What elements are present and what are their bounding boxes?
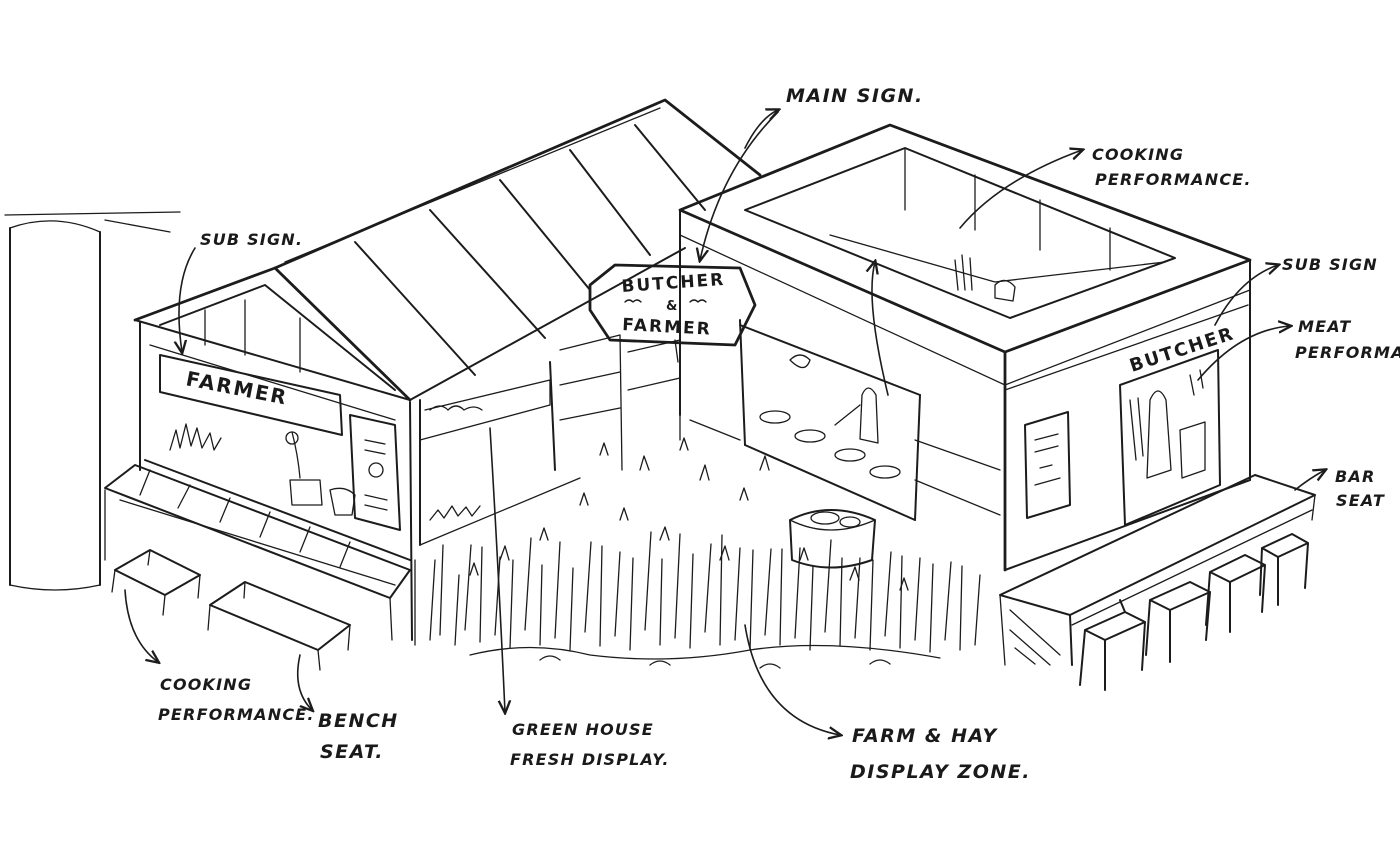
arrow-sub-sign-left: [179, 247, 196, 352]
arrow-sub-sign-right: [1214, 265, 1278, 326]
main-sign-line3: FARMER: [622, 315, 712, 340]
label-cooking-top-2: PERFORMANCE.: [1095, 170, 1252, 189]
label-cooking-bottom-2: PERFORMANCE.: [158, 705, 315, 724]
label-sub-sign-right: SUB SIGN: [1282, 255, 1378, 274]
arrow-greenhouse: [489, 427, 505, 712]
arrow-cooking-kitchen: [872, 262, 889, 396]
arrow-main-sign: [744, 110, 778, 149]
arrow-main-sign-down: [700, 111, 779, 260]
bar-stools: [1079, 533, 1309, 691]
farmer-greenhouse: [104, 98, 762, 641]
bar-counter: [999, 474, 1316, 666]
arrow-meat-perf: [1197, 326, 1290, 381]
label-farm-hay-1: FARM & HAY: [852, 725, 998, 747]
label-greenhouse-1: GREEN HOUSE: [512, 720, 654, 739]
annotation-labels: MAIN SIGN. SUB SIGN. COOKING PERFORMANCE…: [158, 85, 1400, 783]
label-meat-perf-2: PERFORMANCE: [1295, 343, 1400, 362]
label-farm-hay-2: DISPLAY ZONE.: [850, 761, 1031, 783]
label-bench-1: BENCH: [318, 710, 399, 732]
main-sign: BUTCHER & FARMER: [588, 263, 757, 363]
arrow-bench: [296, 654, 312, 710]
annotation-arrows: [124, 110, 1325, 735]
arrow-cooking-top: [959, 150, 1082, 229]
main-sign-line2: &: [666, 299, 679, 314]
left-pillar: [4, 211, 181, 591]
label-cooking-bottom-1: COOKING: [160, 675, 252, 694]
label-cooking-top-1: COOKING: [1092, 145, 1184, 164]
label-bar-seat-1: BAR: [1335, 467, 1376, 486]
label-sub-sign-left: SUB SIGN.: [200, 230, 303, 249]
arrow-cooking-bottom: [124, 589, 158, 662]
grass-field: [414, 437, 981, 669]
arrow-bar-seat: [1294, 470, 1325, 491]
label-main-sign: MAIN SIGN.: [786, 85, 924, 107]
label-greenhouse-2: FRESH DISPLAY.: [510, 750, 670, 769]
arrow-farm-hay: [744, 624, 840, 735]
label-meat-perf-1: MEAT: [1298, 317, 1351, 336]
butcher-building: [678, 123, 1252, 572]
label-bench-2: SEAT.: [320, 741, 384, 763]
label-bar-seat-2: SEAT: [1336, 491, 1385, 510]
benches: [111, 549, 351, 671]
